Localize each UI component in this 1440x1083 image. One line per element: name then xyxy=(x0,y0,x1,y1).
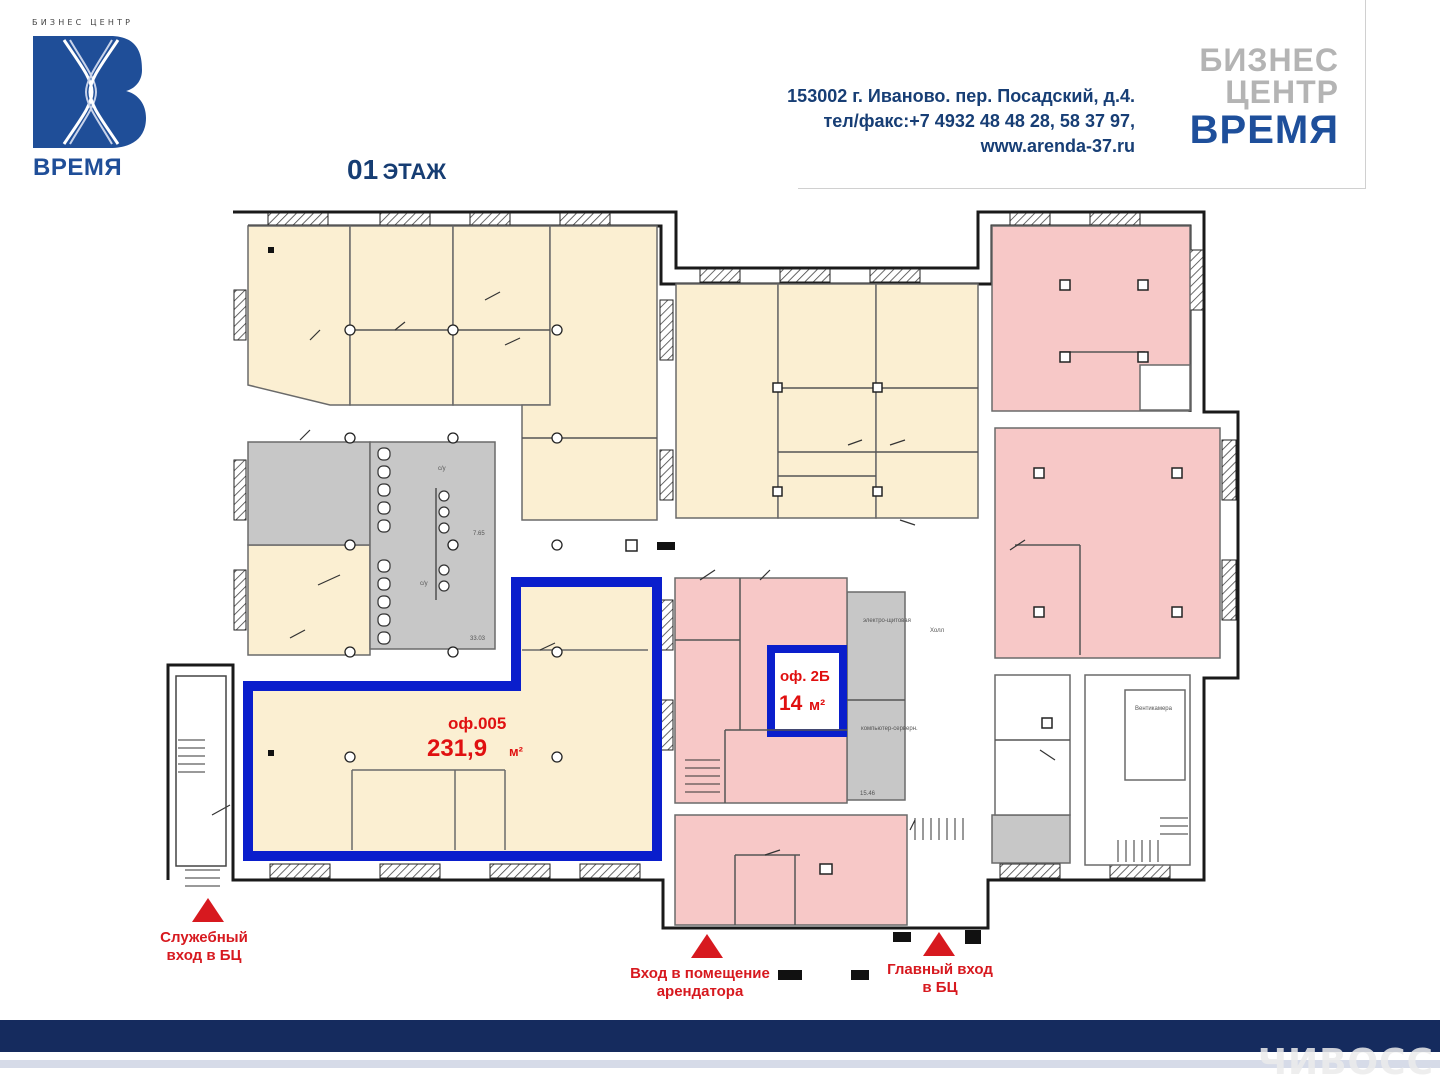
room-n-2 xyxy=(777,283,877,519)
main-entrance-line1: Главный вход xyxy=(887,961,993,978)
yellow-rooms xyxy=(247,225,979,656)
room-w-1 xyxy=(247,544,371,656)
room-n-3 xyxy=(875,283,979,519)
room-n-1 xyxy=(675,283,779,519)
grey-rooms xyxy=(247,441,1071,864)
brand-line1: БИЗНЕС xyxy=(1199,42,1339,78)
tenant-entrance-line2: арендатора xyxy=(657,983,744,1000)
floor-word: ЭТАЖ xyxy=(382,159,447,184)
room-e-1 xyxy=(994,427,1221,659)
room-nw-2 xyxy=(349,225,454,406)
interior-partitions xyxy=(350,329,1145,925)
service-entrance-arrow-icon xyxy=(192,898,224,922)
floor-plan: Холл электро-щитовая компьютер-серверн. … xyxy=(160,210,1240,1000)
room-w-grey xyxy=(247,441,371,546)
label-hall: Холл xyxy=(930,628,945,634)
label-computer: компьютер-серверн. xyxy=(861,726,918,732)
main-entrance-line2: в БЦ xyxy=(922,979,957,996)
office-2b-label: оф. 2Б xyxy=(780,668,830,685)
brand-logo: БИЗНЕС ЦЕНТР ВРЕМЯ xyxy=(1190,44,1339,152)
contact-phone: тел/факс:+7 4932 48 48 28, 58 37 97, xyxy=(823,111,1135,131)
label-area-c: 7.65 xyxy=(473,531,485,537)
room-c-2 xyxy=(674,814,908,926)
header-box: 153002 г. Иваново. пер. Посадский, д.4. … xyxy=(787,0,1366,189)
room-nw-3 xyxy=(452,225,551,406)
office-005-label: оф.005 xyxy=(448,714,506,733)
office-005-partitions xyxy=(351,649,648,850)
brand-line2: ЦЕНТР xyxy=(1225,74,1339,110)
room-tech xyxy=(846,591,906,801)
floor-title: 01 ЭТАЖ xyxy=(347,154,446,186)
label-area-b: 33.03 xyxy=(470,636,486,642)
office-2b-area-value: 14 xyxy=(779,692,803,715)
tenant-entrance-arrow-icon xyxy=(691,934,723,958)
label-area-a: 15.46 xyxy=(860,791,876,797)
contact-website[interactable]: www.arenda-37.ru xyxy=(980,136,1135,156)
markers xyxy=(268,247,981,980)
room-ne-1 xyxy=(991,225,1191,412)
office-005-border xyxy=(243,577,662,861)
wc-fixtures xyxy=(377,447,450,645)
stairs xyxy=(175,675,1188,887)
label-wc-2: с/у xyxy=(420,581,428,587)
room-se-grey xyxy=(991,814,1071,864)
main-entrance-arrow-icon xyxy=(923,932,955,956)
logo[interactable]: БИЗНЕС ЦЕНТР ВРЕМЯ xyxy=(30,18,150,188)
watermark: ЧИВОСС xyxy=(1257,1042,1434,1083)
door-swings xyxy=(211,291,1056,856)
logo-caption: БИЗНЕС ЦЕНТР xyxy=(32,18,134,27)
service-entrance-line2: вход в БЦ xyxy=(167,947,242,964)
footer-bar xyxy=(0,1020,1440,1052)
contact-address: 153002 г. Иваново. пер. Посадский, д.4. xyxy=(787,86,1135,106)
tenant-entrance-line1: Вход в помещение xyxy=(630,965,770,982)
office-005-area-value: 231,9 xyxy=(427,735,487,762)
square-columns xyxy=(625,279,1183,875)
room-nw-4 xyxy=(521,225,658,521)
floor-number: 01 xyxy=(347,154,379,185)
office-2b-unit: м² xyxy=(809,697,825,714)
logo-word: ВРЕМЯ xyxy=(33,154,123,181)
label-electro: электро-щитовая xyxy=(863,618,911,624)
window-hatches xyxy=(233,212,1237,879)
office-2b-border xyxy=(767,645,847,737)
service-entrance-line1: Служебный xyxy=(160,929,248,946)
brand-line3: ВРЕМЯ xyxy=(1189,108,1339,152)
se-rooms xyxy=(994,364,1191,866)
logo-emblem-icon xyxy=(33,36,146,148)
label-vent: Вентикамера xyxy=(1135,706,1173,712)
label-wc-1: с/у xyxy=(438,466,446,472)
office-005-unit: м² xyxy=(509,744,524,759)
contact-block: 153002 г. Иваново. пер. Посадский, д.4. … xyxy=(787,84,1135,159)
columns xyxy=(344,324,563,763)
pink-rooms xyxy=(674,225,1221,926)
room-wc xyxy=(369,441,496,650)
room-nw-1 xyxy=(247,225,351,406)
footer-line xyxy=(0,1060,1440,1068)
